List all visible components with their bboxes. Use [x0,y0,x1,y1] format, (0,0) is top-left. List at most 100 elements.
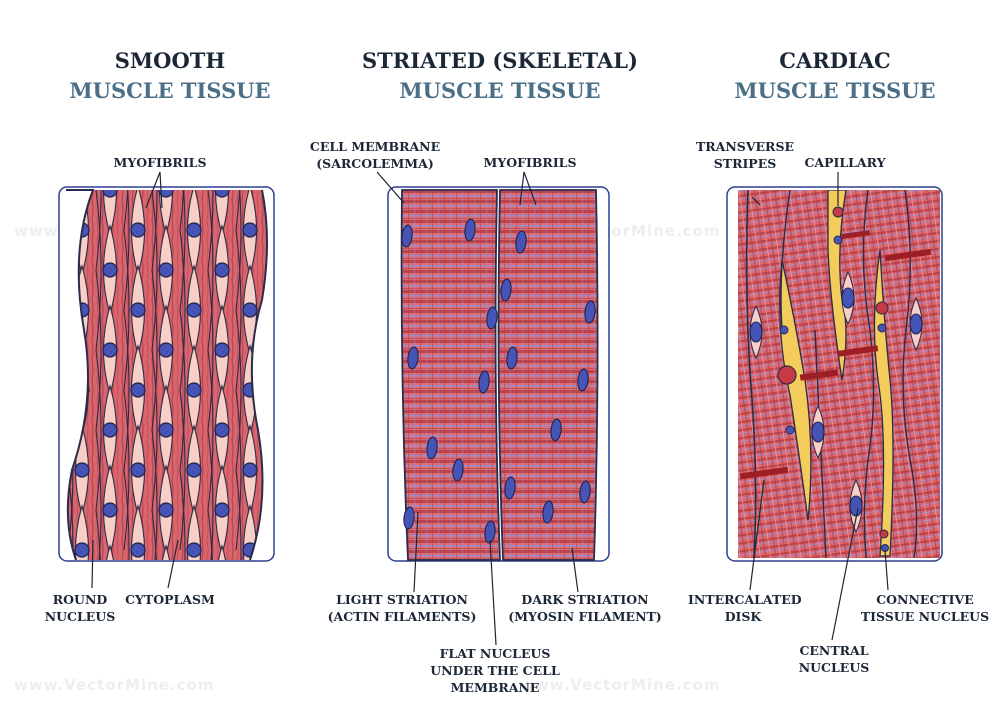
smooth-cell-boundary [123,469,130,560]
flat-nucleus [504,476,516,500]
smooth-cell-boundary [123,190,130,231]
smooth-cell-boundary [179,229,186,391]
label-flat-nucleus: FLAT NUCLEUS UNDER THE CELL MEMBRANE [430,646,560,695]
smooth-cell-boundary [207,429,214,560]
central-nucleus [811,421,825,443]
smooth-cell-boundary [95,269,102,431]
round-nucleus [214,342,230,358]
panel-title-cardiac: CARDIAC MUSCLE TISSUE [700,46,970,106]
flat-nucleus [584,300,596,324]
smooth-cell-boundary [95,349,102,511]
flat-nucleus [403,506,415,530]
flat-nucleus [579,480,591,504]
leader-lines [91,171,889,646]
flat-nucleus [401,224,413,248]
flat-nucleus [478,370,490,394]
smooth-cell-boundary [151,269,158,431]
flat-nucleus [515,230,527,254]
smooth-cell-boundary [95,190,102,351]
label-striated-myofibrils: MYOFIBRILS [483,155,577,170]
label-transverse-stripes: TRANSVERSE STRIPES [695,139,794,171]
smooth-cell-boundary [235,190,242,231]
subtitle-smooth: MUSCLE TISSUE [69,78,271,103]
round-nucleus [130,302,146,318]
round-nucleus [130,222,146,238]
round-nucleus [102,190,118,198]
smooth-cell-boundary [95,190,102,271]
round-nucleus [214,502,230,518]
smooth-cell-boundary [179,190,186,231]
smooth-cell-boundary [95,509,102,560]
smooth-cell-boundary [207,349,214,511]
smooth-cell-boundary [179,190,186,311]
smooth-cell-boundary [207,190,214,271]
label-central-nucleus: CENTRAL NUCLEUS [798,643,870,675]
central-nucleus [841,287,855,309]
round-nucleus [102,422,118,438]
title-striated: STRIATED (SKELETAL) [362,48,638,73]
flat-nucleus [407,346,419,370]
smooth-tissue-outline [66,189,268,561]
flat-nucleus [500,278,512,302]
smooth-cell-boundary [179,469,186,560]
intercalated-disk [837,345,879,357]
smooth-cell-boundary [179,309,186,471]
round-nucleus [102,502,118,518]
intercalated-disk [884,248,932,262]
label-intercalated-disk: INTERCALATED DISK [688,592,802,624]
round-nucleus [242,222,258,238]
label-round-nucleus: ROUND NUCLEUS [44,592,116,624]
striated-fiber-right [497,189,599,561]
subtitle-cardiac: MUSCLE TISSUE [734,78,936,103]
round-nucleus [158,262,174,278]
smooth-cytoplasm [130,190,146,196]
round-nucleus [186,542,202,558]
round-nucleus [102,342,118,358]
capillary-left [779,259,812,521]
watermark: www.VectorMine.com [14,676,215,694]
smooth-cell-boundary [207,509,214,560]
smooth-cytoplasm [74,190,90,196]
round-nucleus [186,222,202,238]
smooth-cell-boundary [123,309,130,471]
round-nucleus [158,502,174,518]
intercalated-disk [799,369,839,381]
round-nucleus [74,542,90,558]
flat-nucleus [452,458,464,482]
smooth-cell-boundary [207,269,214,431]
round-nucleus [102,262,118,278]
smooth-muscle-tissue [66,143,267,560]
watermark: www.VectorMine.com [520,676,721,694]
round-nucleus [186,382,202,398]
round-nucleus [158,190,174,198]
cardiac-muscle-tissue [738,190,940,558]
round-nucleus [130,382,146,398]
round-nucleus [214,190,230,198]
round-nucleus [158,342,174,358]
panel-title-smooth: SMOOTH MUSCLE TISSUE [40,46,300,106]
smooth-cell-boundary [207,190,214,351]
round-nucleus [130,462,146,478]
smooth-cell-boundary [235,190,242,311]
flat-nucleus [484,520,496,544]
round-nucleus [74,462,90,478]
smooth-cytoplasm [242,190,258,196]
smooth-cell-boundary [235,469,242,560]
round-nucleus [158,422,174,438]
striated-muscle-tissue [400,189,599,561]
smooth-cell-boundary [151,429,158,560]
intercalated-disk [739,466,789,480]
flat-nucleus [506,346,518,370]
central-nucleus [849,495,863,517]
label-connective-tissue-nucleus: CONNECTIVE TISSUE NUCLEUS [860,592,990,624]
label-cytoplasm: CYTOPLASM [125,592,215,607]
flat-nucleus [577,368,589,392]
round-nucleus [243,143,257,157]
smooth-cell-boundary [179,389,186,551]
smooth-cytoplasm [186,190,202,196]
smooth-cell-boundary [151,509,158,560]
striated-flat-nuclei [401,218,596,544]
smooth-cell-boundary [123,190,130,311]
smooth-cell-boundary [235,229,242,391]
smooth-cell-boundary [151,349,158,511]
